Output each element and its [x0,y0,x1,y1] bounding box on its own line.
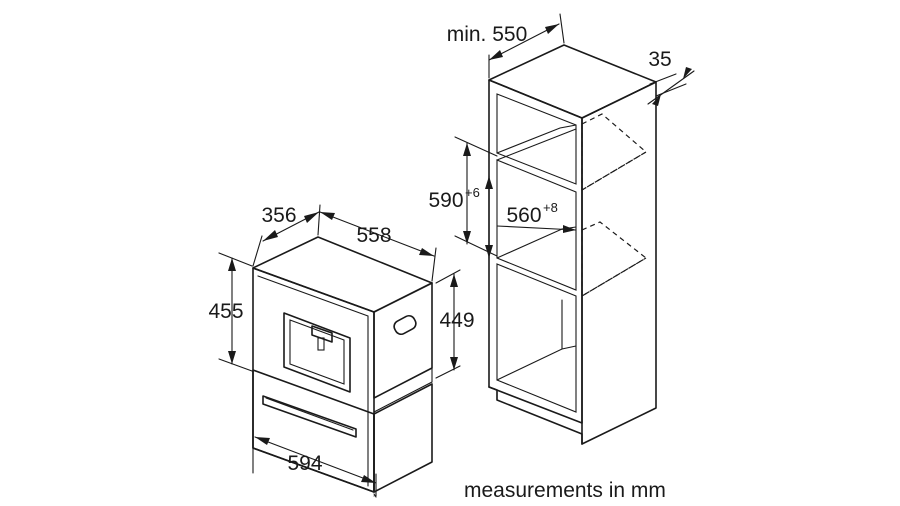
dim-558-line [319,211,435,257]
drawer-handle-edge [265,397,354,431]
dim-560-diag [496,225,577,231]
lower-opening-back [496,345,577,381]
upper-opening [496,93,577,185]
dim-35-ext-a [649,73,677,85]
drawer-side [373,383,433,493]
dim-35-ext-b [655,83,687,97]
dim-560-tolerance: +8 [543,200,558,215]
appliance-rear-step [373,367,433,413]
dim-356-arrow-b [304,212,319,223]
dim-35-label: 35 [648,48,671,71]
dim-449-label: 449 [439,309,474,332]
dispenser-recess-inner [289,319,345,385]
dim-455-ext-bottom [218,358,253,372]
dim-449-arrow-top [450,274,458,287]
dim-594-ext-right-long [373,493,377,498]
dim-449-arrow-bottom [450,357,458,370]
dim-594-line [254,436,377,484]
dim-455-arrow-bottom [228,351,236,364]
dim-455-label: 455 [208,300,243,323]
cabinet-dimensions: min. 550 35 590 +6 560 +8 [428,13,695,259]
dim-558-ext [431,247,437,282]
cabinet-front [488,79,583,424]
dim-558-arrow-b [419,248,434,256]
lower-opening [496,263,577,413]
dim-594-arrow-left [255,437,270,445]
dim-35-line [647,70,695,105]
measurements-note: measurements in mm [464,479,666,502]
lower-shelf-dashed-edge [581,257,647,297]
dim-35-arrow-a [652,94,661,106]
dim-590-label: 590 [428,189,463,212]
dim-35-arrow-b [683,67,692,79]
dim-560-arrow-bottom [485,245,493,258]
appliance-frame-lip [257,275,369,487]
dim-590-ext-top [454,136,498,157]
appliance-drawing [252,236,433,493]
dim-550-arrow-a [489,50,503,60]
upper-opening-back [496,124,577,154]
dim-590-arrow-top [463,143,471,156]
dim-558-label: 558 [356,224,391,247]
upper-shelf-dashed-edge [581,151,647,191]
dim-594-arrow-right [361,475,376,483]
appliance-right-side [373,282,433,399]
dispenser-recess [283,312,351,393]
niche-shelf-edge [496,128,577,161]
coffee-spout [311,325,333,343]
dim-449-ext-top [435,269,461,284]
dim-560-arrow-right [563,225,576,233]
side-grip [393,314,417,336]
dim-356-label: 356 [261,204,296,227]
dim-356-ext-a [252,235,263,267]
dim-594-label: 594 [287,452,322,475]
niche-opening [496,159,577,291]
dim-356-arrow-a [263,230,278,241]
dim-449-ext-bottom [435,365,461,379]
dim-590-tolerance: +6 [465,185,480,200]
dim-550-ext-b [559,13,565,44]
dim-356-ext-b [317,204,321,236]
dim-455-arrow-top [228,258,236,271]
dim-560-label: 560 [506,204,541,227]
appliance-top [252,236,433,313]
appliance-dimensions: 356 558 455 449 594 [208,204,475,498]
dim-455-ext-top [218,252,253,267]
cabinet-right-side [581,81,657,445]
cabinet-drawing [488,44,657,445]
upper-shelf-dashed [581,113,648,192]
dim-560-arrow-top [485,176,493,189]
coffee-spout-nozzle [317,337,325,351]
cabinet-top [488,44,657,119]
drawer-handle [262,395,357,438]
dim-550-label: min. 550 [447,23,528,46]
dim-550-arrow-b [545,24,559,34]
dim-590-arrow-bottom [463,231,471,244]
lower-shelf-dashed [581,221,648,298]
dim-558-arrow-a [320,212,335,220]
